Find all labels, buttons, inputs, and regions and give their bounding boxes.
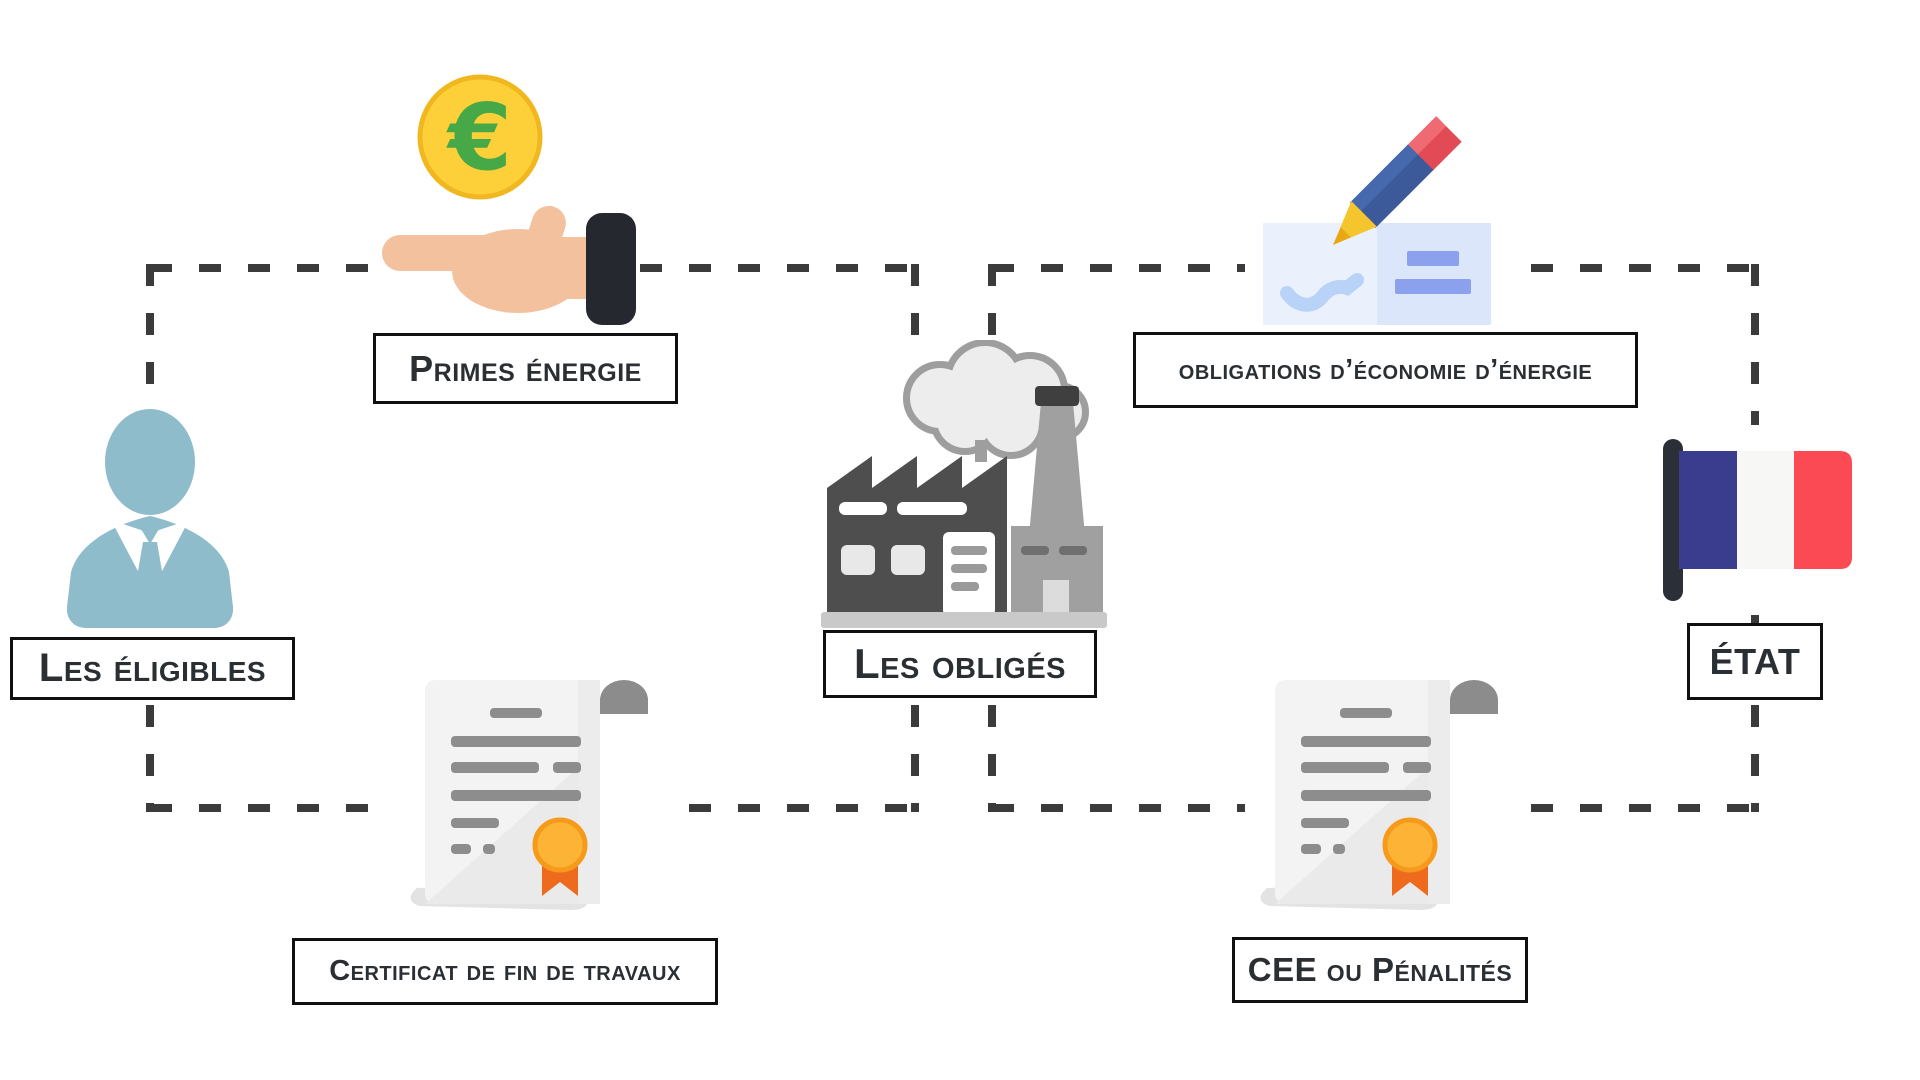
businessman-icon bbox=[40, 400, 260, 635]
document-right-page bbox=[1377, 223, 1491, 325]
label-obligations-economie-energie: obligations d’économie d’énergie bbox=[1133, 332, 1638, 408]
factory-smoke-icon bbox=[815, 340, 1115, 630]
side-building bbox=[1011, 526, 1103, 616]
french-flag-icon bbox=[1655, 425, 1865, 615]
text-lines bbox=[1301, 708, 1431, 854]
label-etat: ÉTAT bbox=[1687, 623, 1823, 700]
certificate-seal-icon bbox=[395, 652, 670, 927]
scroll-curl bbox=[1450, 680, 1498, 714]
flag-pole bbox=[1663, 439, 1683, 601]
chimney-cap bbox=[1035, 386, 1079, 406]
text-lines bbox=[451, 708, 581, 854]
chimney bbox=[1029, 402, 1085, 536]
main-building bbox=[827, 456, 1007, 616]
pencil-signing-document-icon bbox=[1245, 95, 1515, 330]
label-les-eligibles: Les éligibles bbox=[10, 637, 295, 700]
seal bbox=[1382, 817, 1438, 873]
seal bbox=[532, 817, 588, 873]
scroll-curl bbox=[600, 680, 648, 714]
label-cee-ou-penalites: CEE ou Pénalités bbox=[1232, 937, 1528, 1003]
label-les-obliges: Les obligés bbox=[823, 630, 1097, 698]
open-hand bbox=[382, 205, 590, 313]
label-certificat-fin-travaux: Certificat de fin de travaux bbox=[292, 938, 718, 1005]
label-primes-energie: Primes énergie bbox=[373, 333, 678, 404]
factory-base bbox=[821, 612, 1107, 628]
hand-holding-euro-coin-icon: € bbox=[368, 55, 638, 325]
sleeve-cuff bbox=[586, 213, 636, 325]
certificate-seal-icon bbox=[1245, 652, 1520, 927]
euro-symbol: € bbox=[446, 84, 512, 191]
pencil bbox=[1333, 116, 1462, 245]
signature-squiggle bbox=[1280, 273, 1364, 312]
